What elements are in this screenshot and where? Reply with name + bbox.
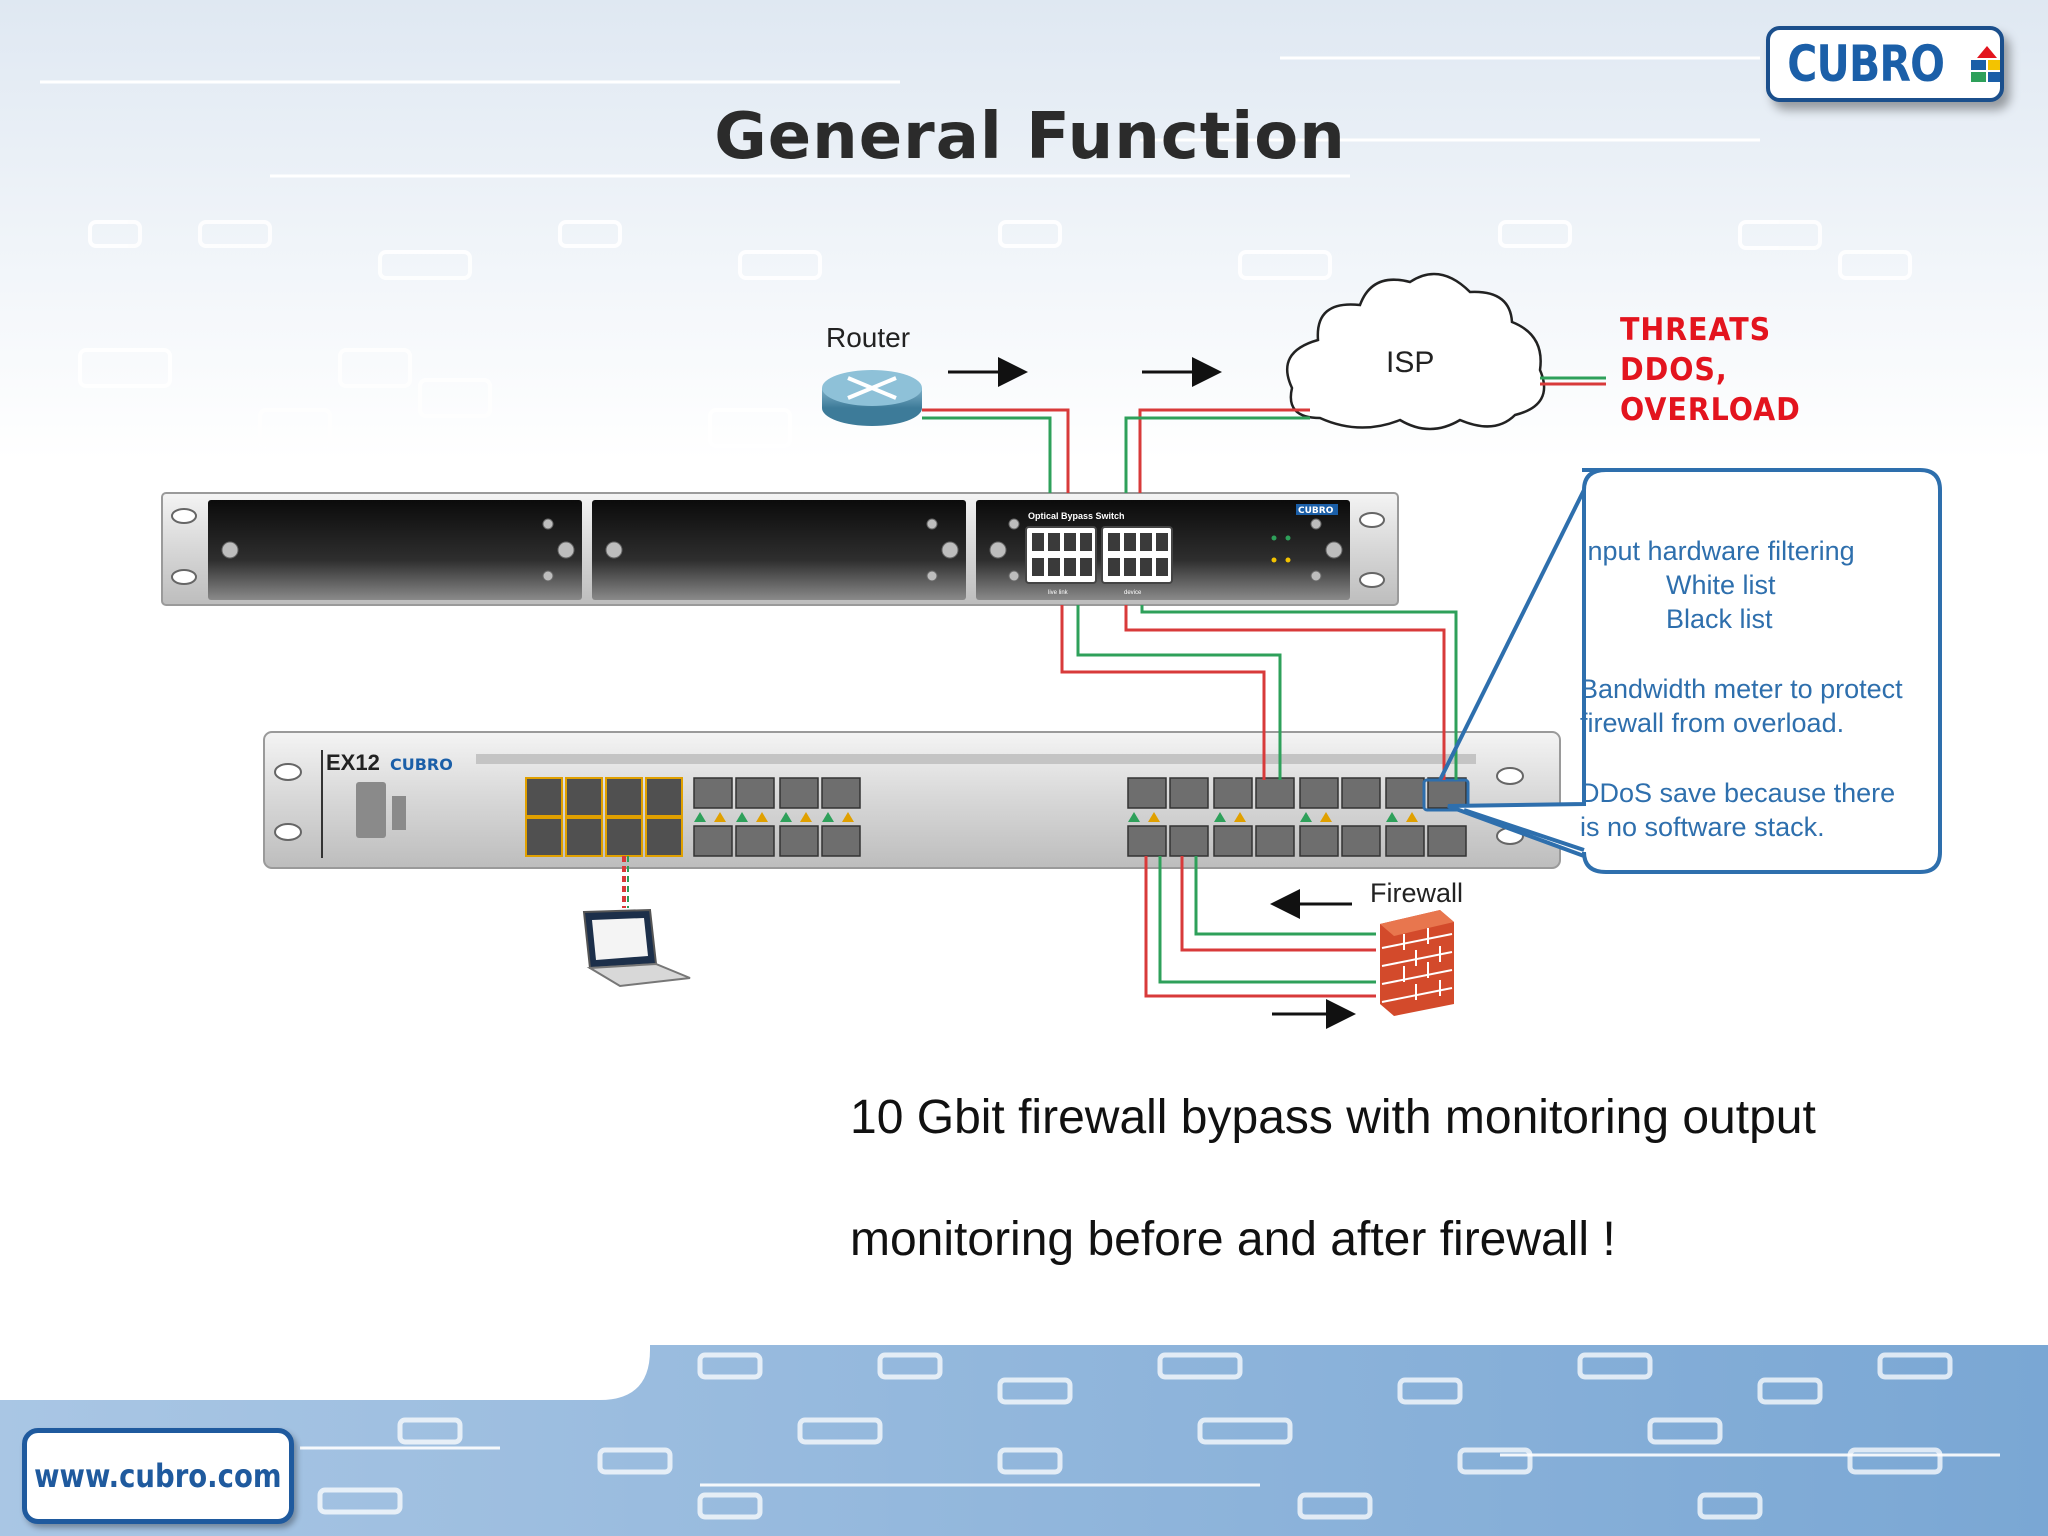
ex12-chassis[interactable] bbox=[263, 731, 1561, 869]
threat-line-3: OVERLOAD bbox=[1620, 392, 1801, 428]
caption-line-2: monitoring before and after firewall ! bbox=[850, 1213, 1616, 1266]
laptop-icon[interactable] bbox=[582, 908, 691, 988]
ex12-model-label: EX12 bbox=[326, 750, 380, 775]
threat-line-2: DDOS, bbox=[1620, 352, 1728, 388]
caption-line-1: 10 Gbit firewall bypass with monitoring … bbox=[850, 1091, 1816, 1144]
callout-line-1: Input hardware filtering bbox=[1580, 536, 1855, 566]
cubro-logo[interactable]: CUBRO bbox=[1766, 26, 2004, 102]
router-icon[interactable] bbox=[822, 370, 922, 426]
website-url: www.cubro.com bbox=[34, 1457, 282, 1495]
firewall-label: Firewall bbox=[1370, 878, 1464, 908]
isp-cloud-icon[interactable] bbox=[1286, 272, 1546, 431]
bypass-brand: CUBRO bbox=[1298, 506, 1334, 516]
threat-line-1: THREATS bbox=[1620, 312, 1772, 348]
bypass-panel-title: Optical Bypass Switch bbox=[1028, 511, 1125, 521]
bypass-switch-chassis[interactable] bbox=[161, 492, 1399, 606]
logo-blocks-icon bbox=[1971, 46, 2000, 82]
ex12-brand-label: CUBRO bbox=[390, 755, 453, 774]
website-link[interactable]: www.cubro.com bbox=[22, 1428, 294, 1524]
callout-line-2: White list bbox=[1666, 570, 1776, 600]
firewall-icon[interactable] bbox=[1380, 910, 1454, 1016]
logo-text: CUBRO bbox=[1787, 35, 1945, 93]
callout-bubble bbox=[1438, 468, 1942, 874]
callout-line-6: DDoS save because there bbox=[1580, 778, 1896, 808]
callout-line-5: firewall from overload. bbox=[1580, 708, 1845, 738]
callout-line-3: Black list bbox=[1666, 604, 1773, 634]
isp-label: ISP bbox=[1386, 346, 1435, 379]
fiber-lines bbox=[922, 408, 1458, 998]
callout-line-7: is no software stack. bbox=[1580, 812, 1825, 842]
threats-label: THREATS DDOS, OVERLOAD bbox=[1620, 310, 1801, 430]
bypass-port-label-live: live link bbox=[1048, 590, 1069, 596]
flow-arrows-firewall bbox=[1270, 889, 1356, 1029]
callout-line-4: Bandwidth meter to protect bbox=[1580, 674, 1903, 704]
page-title: General Function bbox=[714, 100, 1346, 174]
bypass-port-label-device: device bbox=[1124, 590, 1142, 596]
router-label: Router bbox=[826, 322, 911, 353]
